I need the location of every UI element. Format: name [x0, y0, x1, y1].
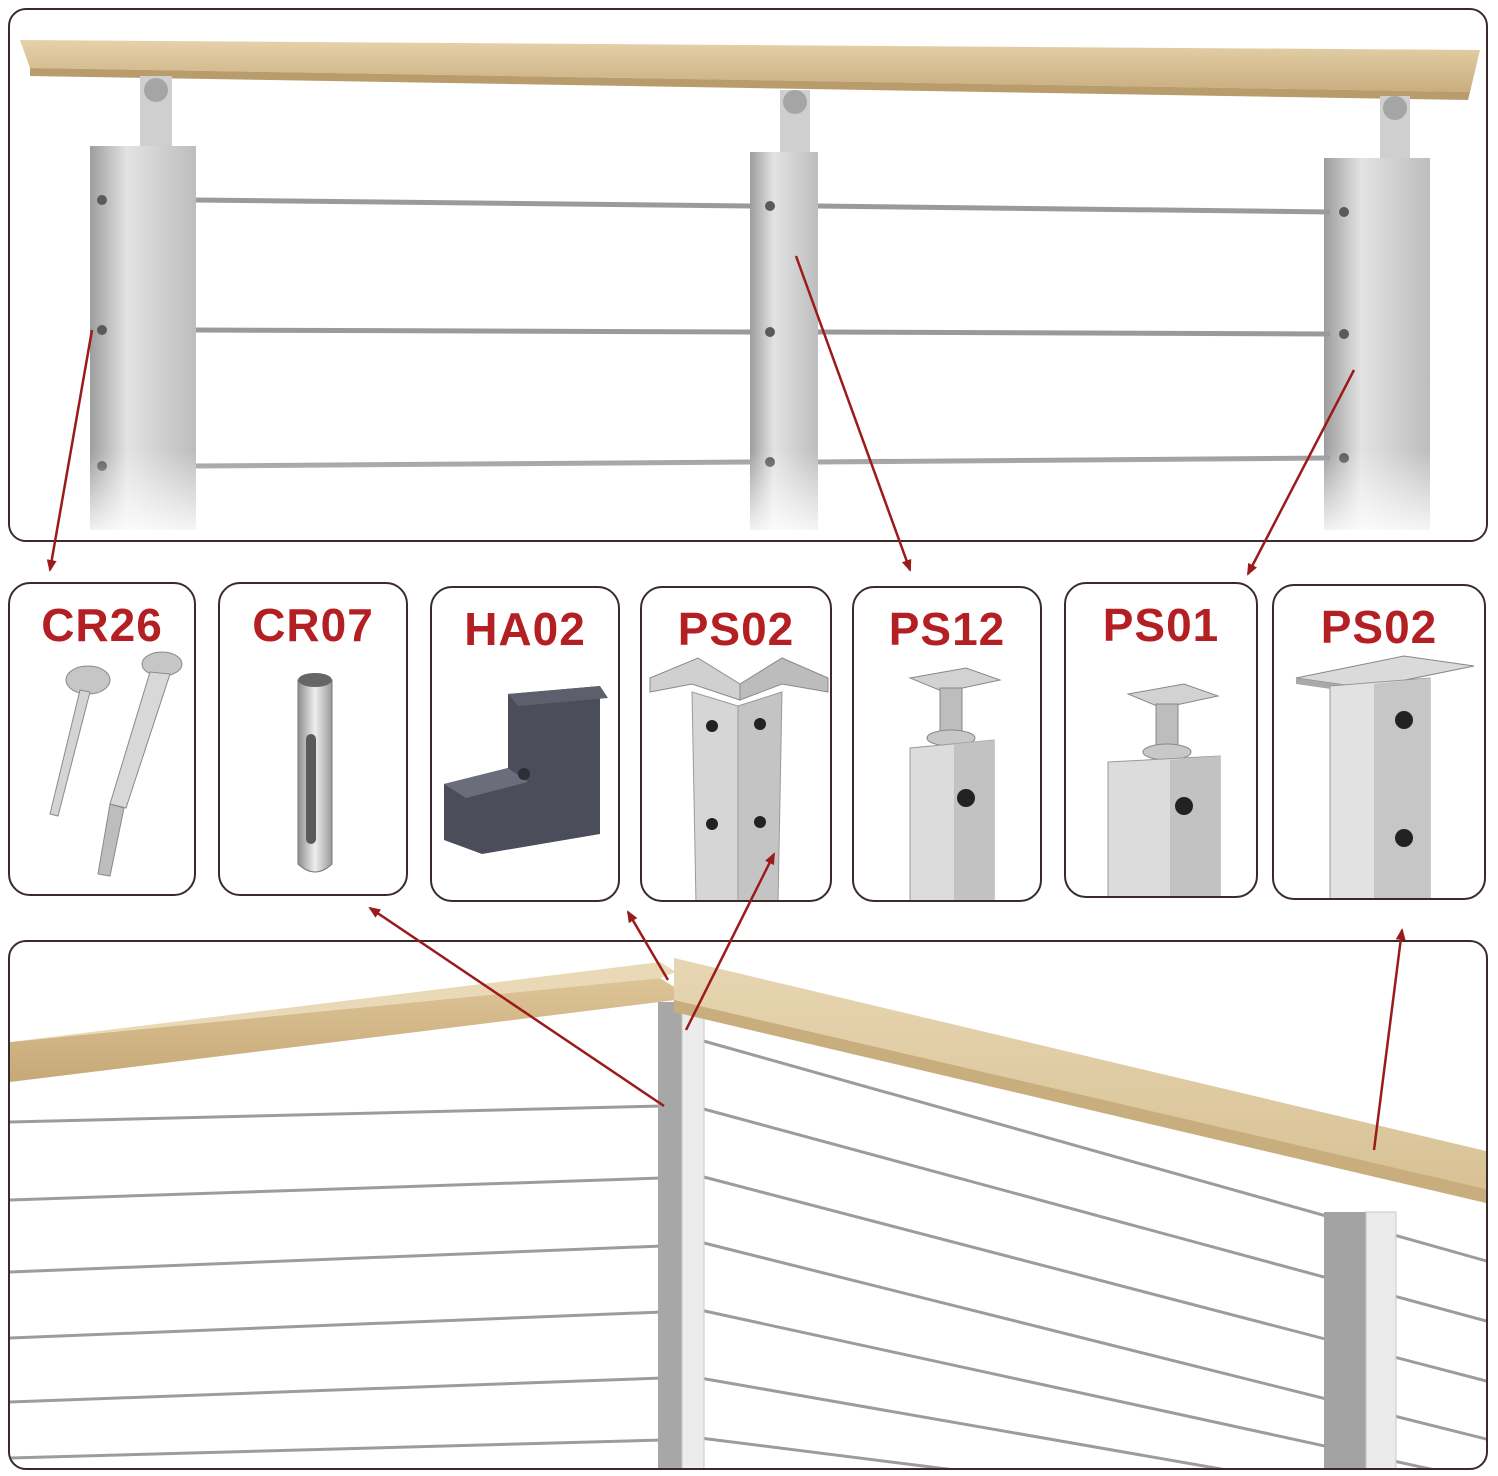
handrail-bracket-icon — [444, 686, 608, 854]
handrail-right — [674, 958, 1486, 1192]
product-card-ps02-flat: PS02 — [1272, 584, 1486, 900]
product-code: PS02 — [1320, 601, 1438, 653]
product-code: CR26 — [41, 599, 163, 651]
corner-post — [658, 1002, 682, 1468]
top-railing-panel — [8, 8, 1488, 542]
product-code: PS12 — [888, 603, 1006, 655]
end-post — [1324, 1212, 1366, 1468]
swage-stud-fittings-icon — [49, 651, 183, 877]
straight-railing-illustration — [10, 40, 1486, 540]
flat-top-post-icon — [1295, 655, 1475, 898]
swivel-top-post-icon — [1107, 683, 1221, 896]
bottom-railing-panel — [8, 940, 1488, 1470]
top-handrail — [20, 40, 1480, 92]
product-code: PS01 — [1102, 599, 1220, 651]
product-card-cr26: CR26 — [8, 582, 196, 896]
product-code: HA02 — [464, 603, 586, 655]
product-card-ha02: HA02 — [430, 586, 620, 902]
product-card-ps01: PS01 — [1064, 582, 1258, 898]
product-card-ps12: PS12 — [852, 586, 1042, 902]
product-code: PS02 — [677, 603, 795, 655]
product-card-ps02-corner: PS02 — [640, 586, 832, 902]
corner-post-icon — [649, 657, 829, 900]
product-code: CR07 — [252, 599, 374, 651]
protector-sleeve-icon — [297, 673, 333, 873]
cables-left — [10, 1104, 663, 1460]
corner-railing-illustration — [10, 958, 1486, 1468]
swivel-top-post-icon — [908, 667, 1002, 900]
product-card-cr07: CR07 — [218, 582, 408, 896]
